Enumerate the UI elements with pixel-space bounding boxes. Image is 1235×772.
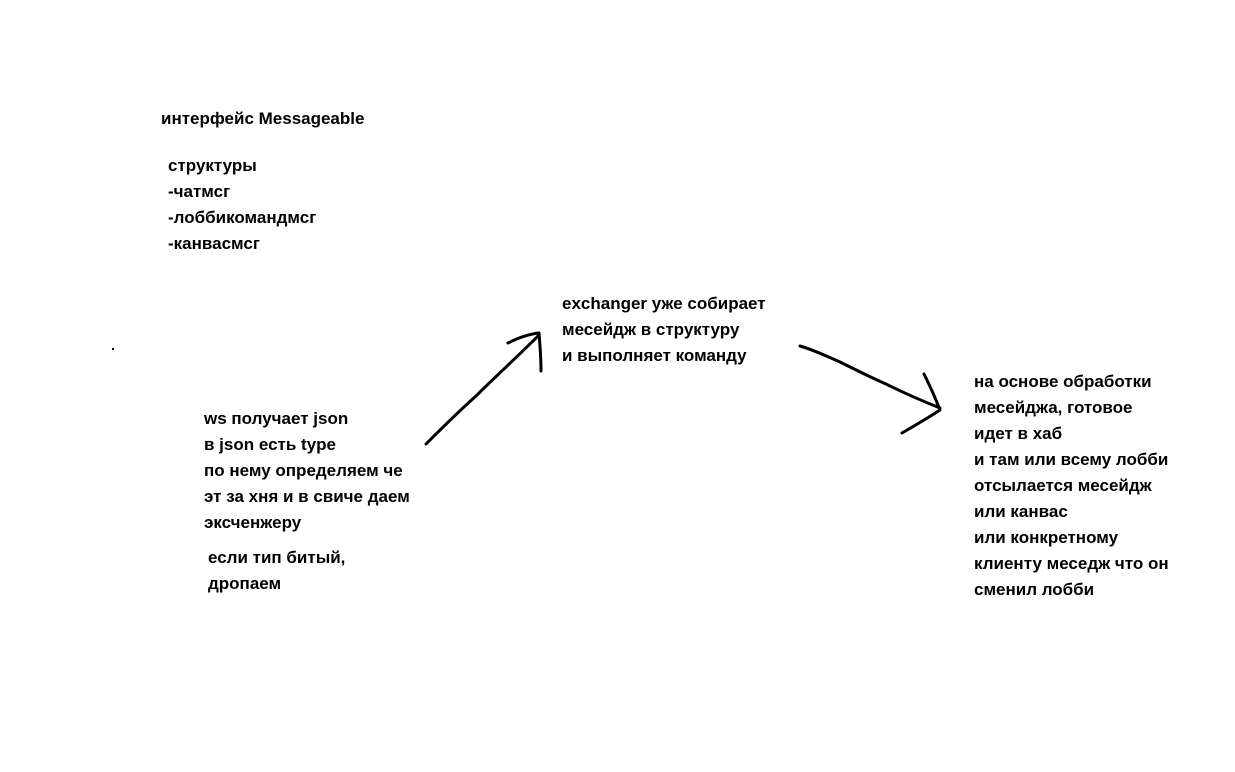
- arrow-ws-to-exchanger-head: [506, 331, 543, 373]
- hub-note-line: идет в хаб: [974, 424, 1063, 443]
- hub-note-line: и там или всему лобби: [974, 450, 1169, 469]
- exchanger-note: exchanger уже собирает месейдж в структу…: [562, 291, 766, 369]
- hub-note-line: сменил лобби: [974, 580, 1095, 599]
- ws-note-line: эт за хня и в свиче даем: [204, 487, 410, 506]
- drop-note-line: если тип битый,: [208, 548, 346, 567]
- arrow-exchanger-to-hub-head: [900, 372, 942, 435]
- hub-note-line: или канвас: [974, 502, 1068, 521]
- ws-note-line: по нему определяем че: [204, 461, 403, 480]
- arrow-exchanger-to-hub: [798, 344, 942, 435]
- arrow-ws-to-exchanger-shaft: [424, 334, 540, 446]
- structure-item-lobby-command: -лоббикомандмсг: [168, 208, 317, 227]
- ws-note: ws получает json в json есть type по нем…: [204, 406, 410, 536]
- stray-dot: [112, 348, 114, 350]
- hub-note-line: клиенту меседж что он: [974, 554, 1169, 573]
- interface-title-text: интерфейс Messageable: [161, 109, 365, 128]
- structure-item-chat: -чатмсг: [168, 182, 231, 201]
- ws-note-line: в json есть type: [204, 435, 336, 454]
- hub-note-line: отсылается месейдж: [974, 476, 1152, 495]
- structures-heading: структуры: [168, 156, 257, 175]
- arrow-ws-to-exchanger: [424, 331, 543, 446]
- hub-note: на основе обработки месейджа, готовое ид…: [974, 369, 1169, 603]
- hub-note-line: на основе обработки: [974, 372, 1152, 391]
- structures-list: структуры -чатмсг -лоббикомандмсг -канва…: [168, 153, 316, 257]
- ws-note-line: ws получает json: [204, 409, 349, 428]
- exchanger-note-line: месейдж в структуру: [562, 320, 740, 339]
- structure-item-canvas: -канвасмсг: [168, 234, 260, 253]
- exchanger-note-line: и выполняет команду: [562, 346, 747, 365]
- ws-note-line: эксченжеру: [204, 513, 302, 532]
- exchanger-note-line: exchanger уже собирает: [562, 294, 766, 313]
- hub-note-line: месейджа, готовое: [974, 398, 1133, 417]
- hub-note-line: или конкретному: [974, 528, 1119, 547]
- arrow-exchanger-to-hub-shaft: [798, 344, 942, 410]
- interface-title: интерфейс Messageable: [161, 106, 364, 132]
- drop-note-line: дропаем: [208, 574, 282, 593]
- drop-note: если тип битый, дропаем: [208, 545, 345, 597]
